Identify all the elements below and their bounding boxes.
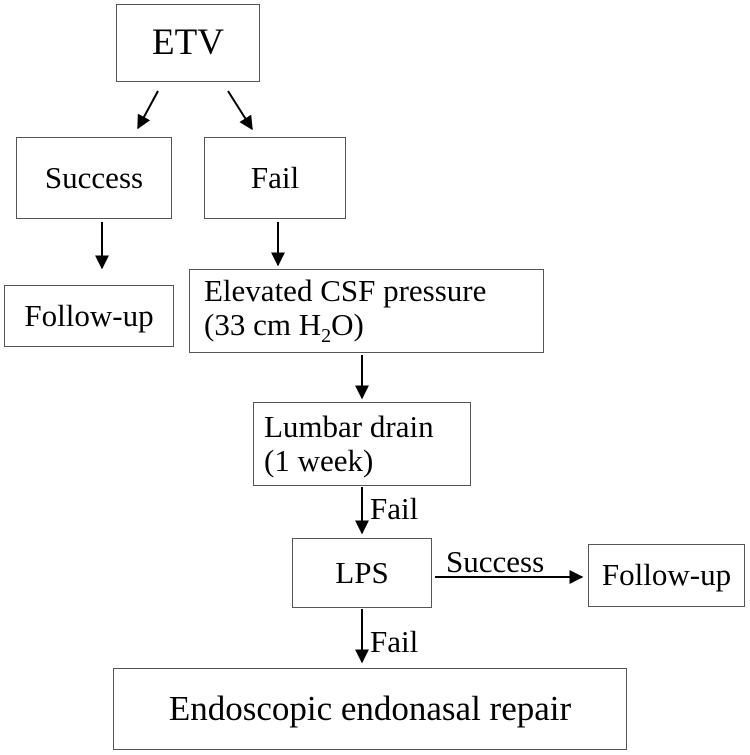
node-success-label: Success	[44, 159, 144, 195]
node-success: Success	[16, 137, 172, 219]
node-etv-label: ETV	[152, 21, 224, 63]
node-etv: ETV	[116, 4, 260, 82]
node-lumbar-line2: (1 week)	[264, 443, 374, 478]
node-csf-pressure: Elevated CSF pressure (33 cm H2O)	[189, 269, 544, 353]
node-follow-up-1: Follow-up	[4, 285, 174, 347]
edge-etv-fail	[227, 90, 253, 131]
edge-label-lps-followup: Success	[446, 544, 545, 579]
edge-label-lumbar-lps: Fail	[370, 491, 419, 526]
node-follow-up-2: Follow-up	[588, 544, 745, 607]
node-follow-up-2-label: Follow-up	[601, 557, 732, 593]
node-lps: LPS	[292, 538, 432, 608]
node-lps-label: LPS	[335, 554, 389, 590]
edge-label-lps-repair: Fail	[370, 624, 419, 659]
node-repair-label: Endoscopic endonasal repair	[168, 688, 572, 728]
node-fail-label: Fail	[250, 159, 300, 195]
edge-etv-success	[137, 90, 159, 130]
node-follow-up-1-label: Follow-up	[24, 297, 154, 333]
node-lumbar-drain: Lumbar drain (1 week)	[253, 402, 471, 486]
node-lumbar-line1: Lumbar drain	[264, 408, 434, 444]
node-fail: Fail	[204, 137, 346, 219]
node-endoscopic-repair: Endoscopic endonasal repair	[113, 668, 627, 750]
node-csf-line2: (33 cm H2O)	[204, 307, 364, 348]
node-csf-line1: Elevated CSF pressure	[204, 273, 487, 309]
